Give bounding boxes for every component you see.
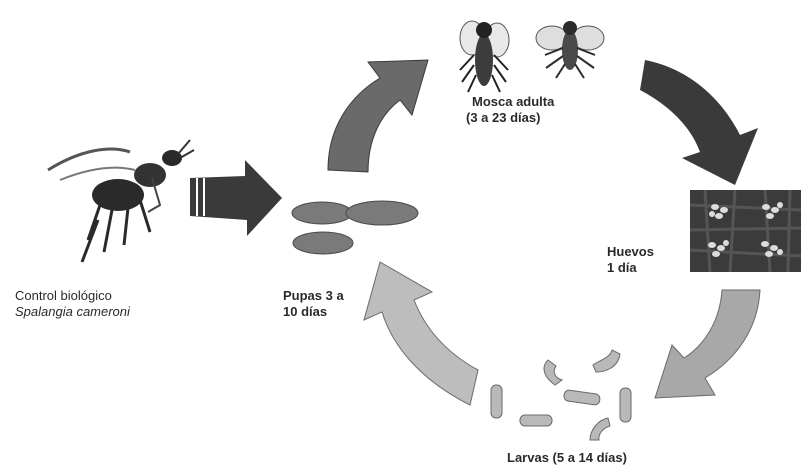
cycle-arrow-adult-to-eggs (640, 60, 758, 185)
spalangia-wasp-illustration (48, 140, 194, 262)
adult-fly-label: Mosca adulta (472, 94, 554, 110)
eggs-label: Huevos (607, 244, 654, 260)
adult-fly-light-illustration (536, 21, 604, 78)
pupae-duration: 10 días (283, 304, 327, 320)
larvae-illustration (491, 350, 631, 440)
adult-fly-dark-illustration (460, 21, 509, 92)
pupae-illustration (292, 201, 418, 254)
cycle-arrow-larvae-to-pupae (364, 262, 478, 405)
pupae-label: Pupas 3 a (283, 288, 344, 304)
cycle-arrow-eggs-to-larvae (655, 290, 760, 398)
biocontrol-species: Spalangia cameroni (15, 304, 130, 320)
adult-fly-duration: (3 a 23 días) (466, 110, 540, 126)
larvae-label: Larvas (5 a 14 días) (507, 450, 627, 466)
cycle-arrow-pupae-to-adult (328, 60, 428, 172)
eggs-duration: 1 día (607, 260, 637, 276)
biocontrol-label: Control biológico (15, 288, 112, 304)
eggs-photo (690, 190, 801, 272)
